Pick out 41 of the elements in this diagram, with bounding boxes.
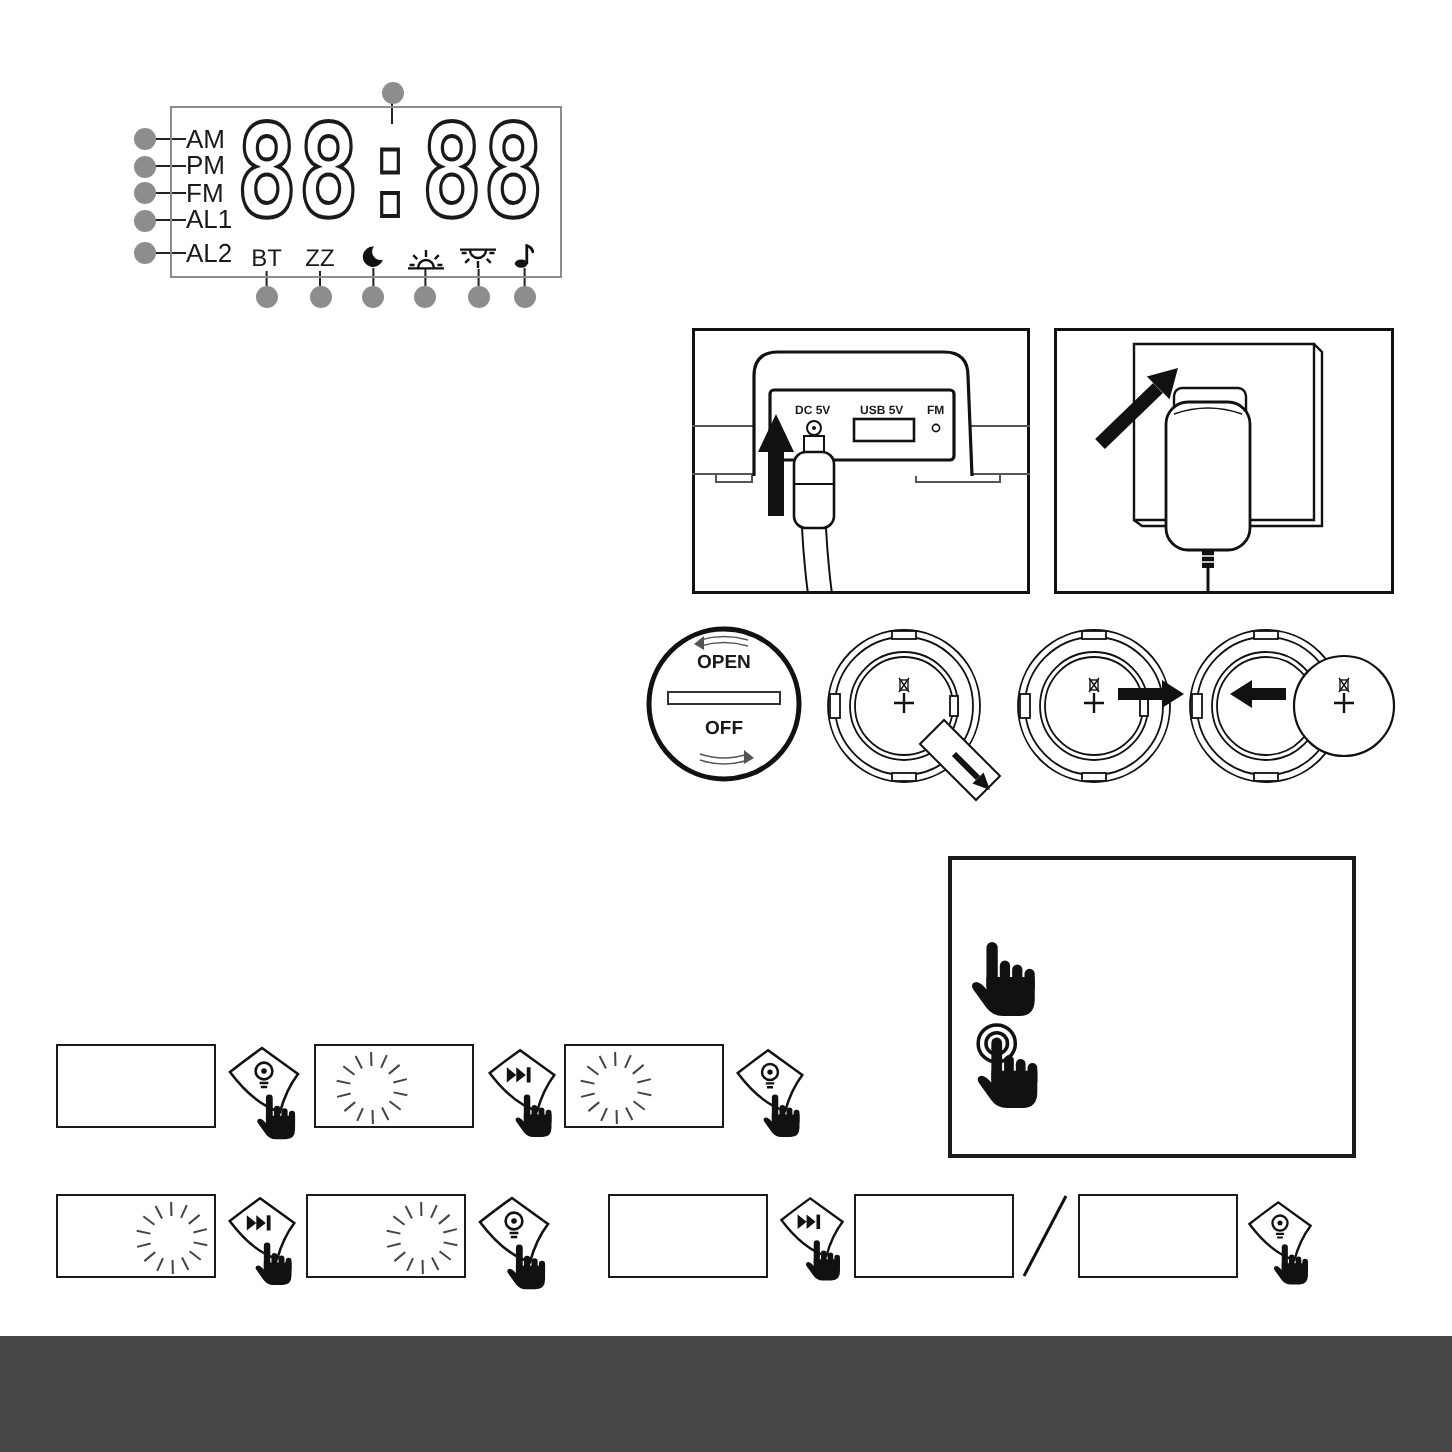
indicator-label: PM (186, 152, 238, 180)
sunset-icon (460, 247, 497, 269)
callout-dot-icon (255, 286, 278, 308)
callout-dot-icon (467, 286, 490, 308)
leader-line (391, 102, 393, 125)
leader-line (154, 219, 187, 221)
leader-line (154, 252, 187, 254)
display-screen (56, 1044, 216, 1128)
callout-dot-icon (133, 242, 155, 264)
display-panel (170, 106, 562, 278)
cover-label: OFF (705, 718, 743, 742)
display-screen (314, 1044, 474, 1128)
indicator-label: AL1 (186, 206, 238, 234)
leader-line (154, 192, 187, 194)
callout-dot-icon (362, 286, 385, 308)
indicator-label: AM (186, 125, 238, 153)
display-screen (56, 1194, 216, 1278)
callout-dot-icon (133, 209, 155, 231)
leader-line (154, 165, 187, 167)
callout-dot-icon (133, 182, 155, 204)
display-screen (1078, 1194, 1238, 1278)
display-screen (564, 1044, 724, 1128)
sunrise-icon (407, 247, 444, 269)
indicator-label: ZZ (302, 243, 338, 271)
display-screen (608, 1194, 768, 1278)
indicator-label: BT (248, 243, 285, 271)
indicator-label: AL2 (186, 239, 238, 267)
display-screen (306, 1194, 466, 1278)
callout-dot-icon (513, 286, 536, 308)
indicator-label: FM (186, 179, 238, 207)
clock-digits: 88:88 (236, 124, 545, 224)
display-screen (854, 1194, 1014, 1278)
leader-line (154, 138, 187, 140)
music-note-icon (514, 244, 535, 268)
callout-dot-icon (381, 81, 403, 103)
callout-dot-icon (309, 286, 331, 308)
callout-dot-icon (414, 286, 437, 308)
moon-icon (362, 244, 385, 268)
callout-dot-icon (133, 128, 155, 150)
callout-dot-icon (133, 155, 155, 177)
cover-label: OPEN (697, 652, 751, 676)
